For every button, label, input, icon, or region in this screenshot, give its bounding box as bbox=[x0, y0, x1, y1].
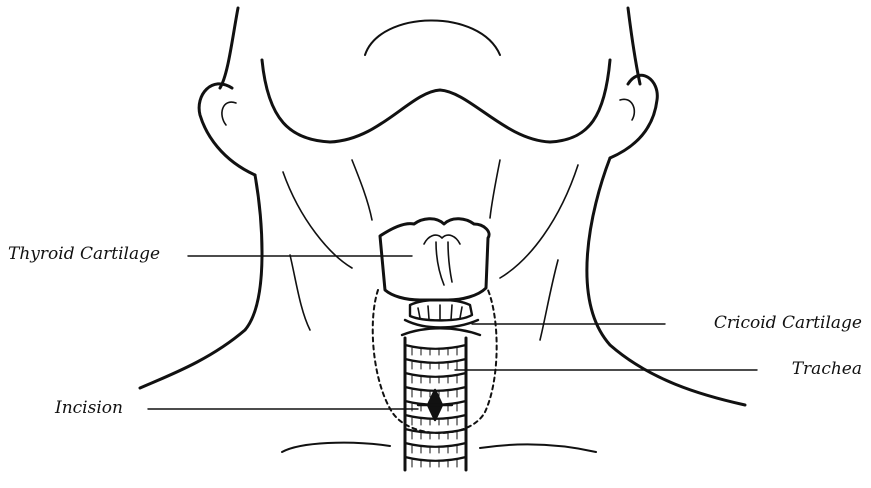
right-ear bbox=[610, 75, 657, 158]
left-ear bbox=[199, 84, 255, 175]
thyroid-cartilage-label: Thyroid Cartilage bbox=[8, 246, 160, 263]
cricoid-cartilage bbox=[402, 300, 480, 335]
cricoid-cartilage-label: Cricoid Cartilage bbox=[714, 315, 862, 332]
incision-label: Incision bbox=[55, 400, 123, 417]
head-outline bbox=[220, 8, 640, 142]
mouth-line bbox=[365, 20, 500, 55]
leader-lines bbox=[148, 256, 757, 409]
thyroid-cartilage bbox=[380, 219, 489, 300]
trachea-label: Trachea bbox=[792, 361, 862, 378]
incision-mark bbox=[418, 390, 452, 420]
